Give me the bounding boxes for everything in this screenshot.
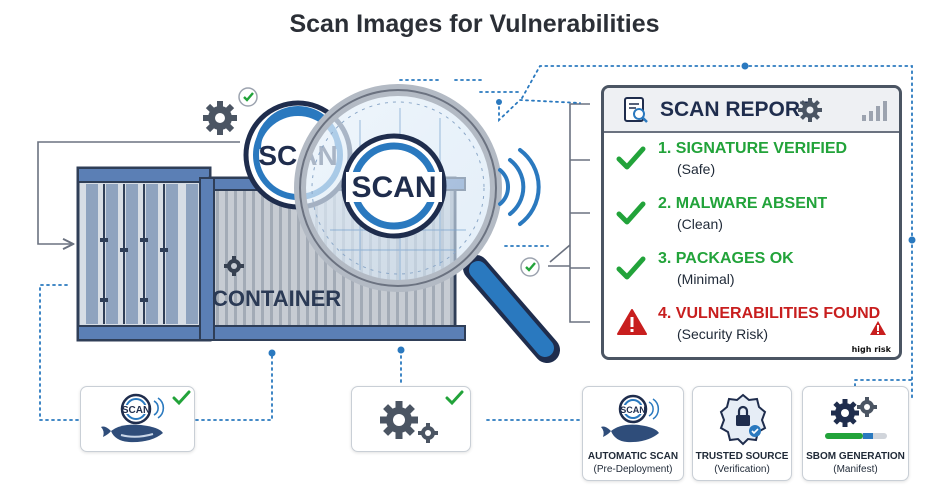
gear-icon — [203, 101, 237, 135]
card-sub: (Manifest) — [833, 464, 878, 475]
gears-icon — [380, 401, 438, 443]
check-circle-icon — [238, 87, 258, 107]
node-dot — [496, 99, 502, 105]
container-label: CONTAINER — [212, 286, 341, 311]
card-label: TRUSTED SOURCE — [695, 451, 789, 462]
report-item-sub: (Minimal) — [677, 271, 735, 287]
report-item-packages: 3. PACKAGES OK (Minimal) — [604, 243, 899, 300]
card-label: SBOM GENERATION — [806, 451, 905, 462]
check-icon — [616, 146, 646, 170]
whale-scan-icon: SCAN — [601, 394, 660, 443]
scan-badge-front: SCAN — [341, 133, 447, 239]
page-title: Scan Images for Vulnerabilities — [289, 10, 660, 38]
scan-badge-front-text: SCAN — [351, 171, 436, 204]
warning-icon — [617, 309, 647, 335]
card-whale-scan: SCAN — [80, 386, 195, 452]
report-item-title: 3. PACKAGES OK — [658, 250, 794, 267]
node-dot — [268, 349, 276, 357]
connector-lines — [37, 103, 590, 323]
signal-bars-icon — [862, 101, 887, 121]
report-title: SCAN REPORT — [660, 98, 813, 121]
gear-icon — [224, 256, 244, 276]
report-item-title: 2. MALWARE ABSENT — [658, 195, 828, 212]
scan-report-panel: SCAN REPORT 1. SIGNATURE VERIFIED (Safe)… — [601, 85, 902, 360]
whale-scan-icon: SCAN — [101, 393, 165, 443]
warning-icon — [870, 321, 886, 335]
report-item-sub: (Safe) — [677, 161, 716, 177]
card-label: AUTOMATIC SCAN — [587, 451, 679, 462]
verified-lock-icon — [719, 393, 767, 446]
node-dot — [397, 346, 405, 354]
check-icon — [445, 390, 464, 406]
report-item-vulnerabilities: 4. VULNERABILITIES FOUND (Security Risk)… — [604, 298, 899, 357]
report-link-line — [549, 244, 571, 263]
sbom-gears-icon — [825, 397, 887, 439]
report-bracket-ticks — [548, 159, 590, 269]
loop-arrow-left — [37, 141, 240, 244]
report-item-signature: 1. SIGNATURE VERIFIED (Safe) — [604, 133, 899, 190]
dotted-connectors — [39, 65, 913, 421]
check-circle-icon — [520, 257, 540, 277]
signal-waves-icon — [498, 148, 541, 226]
gear-icon — [798, 98, 822, 122]
whale-scan-text: SCAN — [122, 405, 150, 416]
report-item-title: 4. VULNERABILITIES FOUND — [658, 305, 881, 322]
report-item-sub: (Clean) — [677, 216, 723, 232]
card-sub: (Pre-Deployment) — [593, 464, 673, 475]
card-gears — [351, 386, 471, 452]
report-header: SCAN REPORT — [604, 88, 899, 133]
check-icon — [172, 390, 191, 406]
report-item-title: 1. SIGNATURE VERIFIED — [658, 140, 848, 157]
card-sbom-generation: SBOM GENERATION (Manifest) — [802, 386, 909, 481]
check-icon — [616, 256, 646, 280]
check-icon — [616, 201, 646, 225]
automatic-scan-badge-text: SCAN — [620, 405, 646, 415]
card-sub: (Verification) — [714, 464, 770, 475]
node-dot — [908, 236, 916, 244]
document-search-icon — [624, 97, 648, 123]
high-risk-badge: high risk — [851, 345, 891, 354]
card-trusted-source: TRUSTED SOURCE (Verification) — [692, 386, 792, 481]
card-automatic-scan: SCAN AUTOMATIC SCAN (Pre-Deployment) — [582, 386, 684, 481]
node-dot — [741, 62, 749, 70]
report-item-malware: 2. MALWARE ABSENT (Clean) — [604, 188, 899, 245]
report-item-sub: (Security Risk) — [677, 326, 769, 342]
